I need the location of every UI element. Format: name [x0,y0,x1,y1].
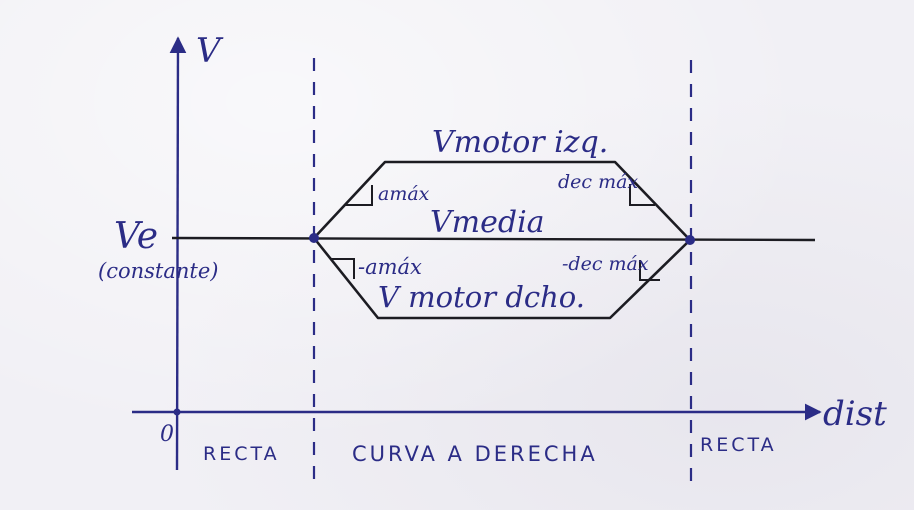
section-label-middle: CURVA A DERECHA [352,442,598,466]
curve-start-point [309,233,319,243]
section-label-left: RECTA [203,443,280,465]
mean-speed-label: Vmedia [430,205,545,240]
ve-level-line [171,236,816,242]
accel-up-slope-mark [345,185,373,206]
origin-dot [173,408,181,416]
y-axis [169,36,187,471]
accel-up-label: amáx [378,183,430,205]
right-motor-label: V motor dcho. [378,280,585,314]
accel-down-label: -amáx [358,255,422,279]
curve-end-point [685,235,695,245]
origin-label: 0 [160,422,174,447]
section-label-right: RECTA [700,434,777,456]
decel-up-label: dec máx [558,171,638,193]
decel-down-slope-mark [639,260,660,281]
decel-down-label: -dec máx [562,253,649,275]
left-motor-profile [313,160,691,241]
ve-note: (constante) [98,259,218,283]
decel-up-slope-mark [629,184,655,206]
x-axis-label: dist [823,394,887,434]
left-motor-label: Vmotor izq. [432,125,608,160]
ve-label: Ve [114,216,158,257]
accel-down-slope-mark [330,258,355,279]
y-axis-label: V [196,31,224,71]
